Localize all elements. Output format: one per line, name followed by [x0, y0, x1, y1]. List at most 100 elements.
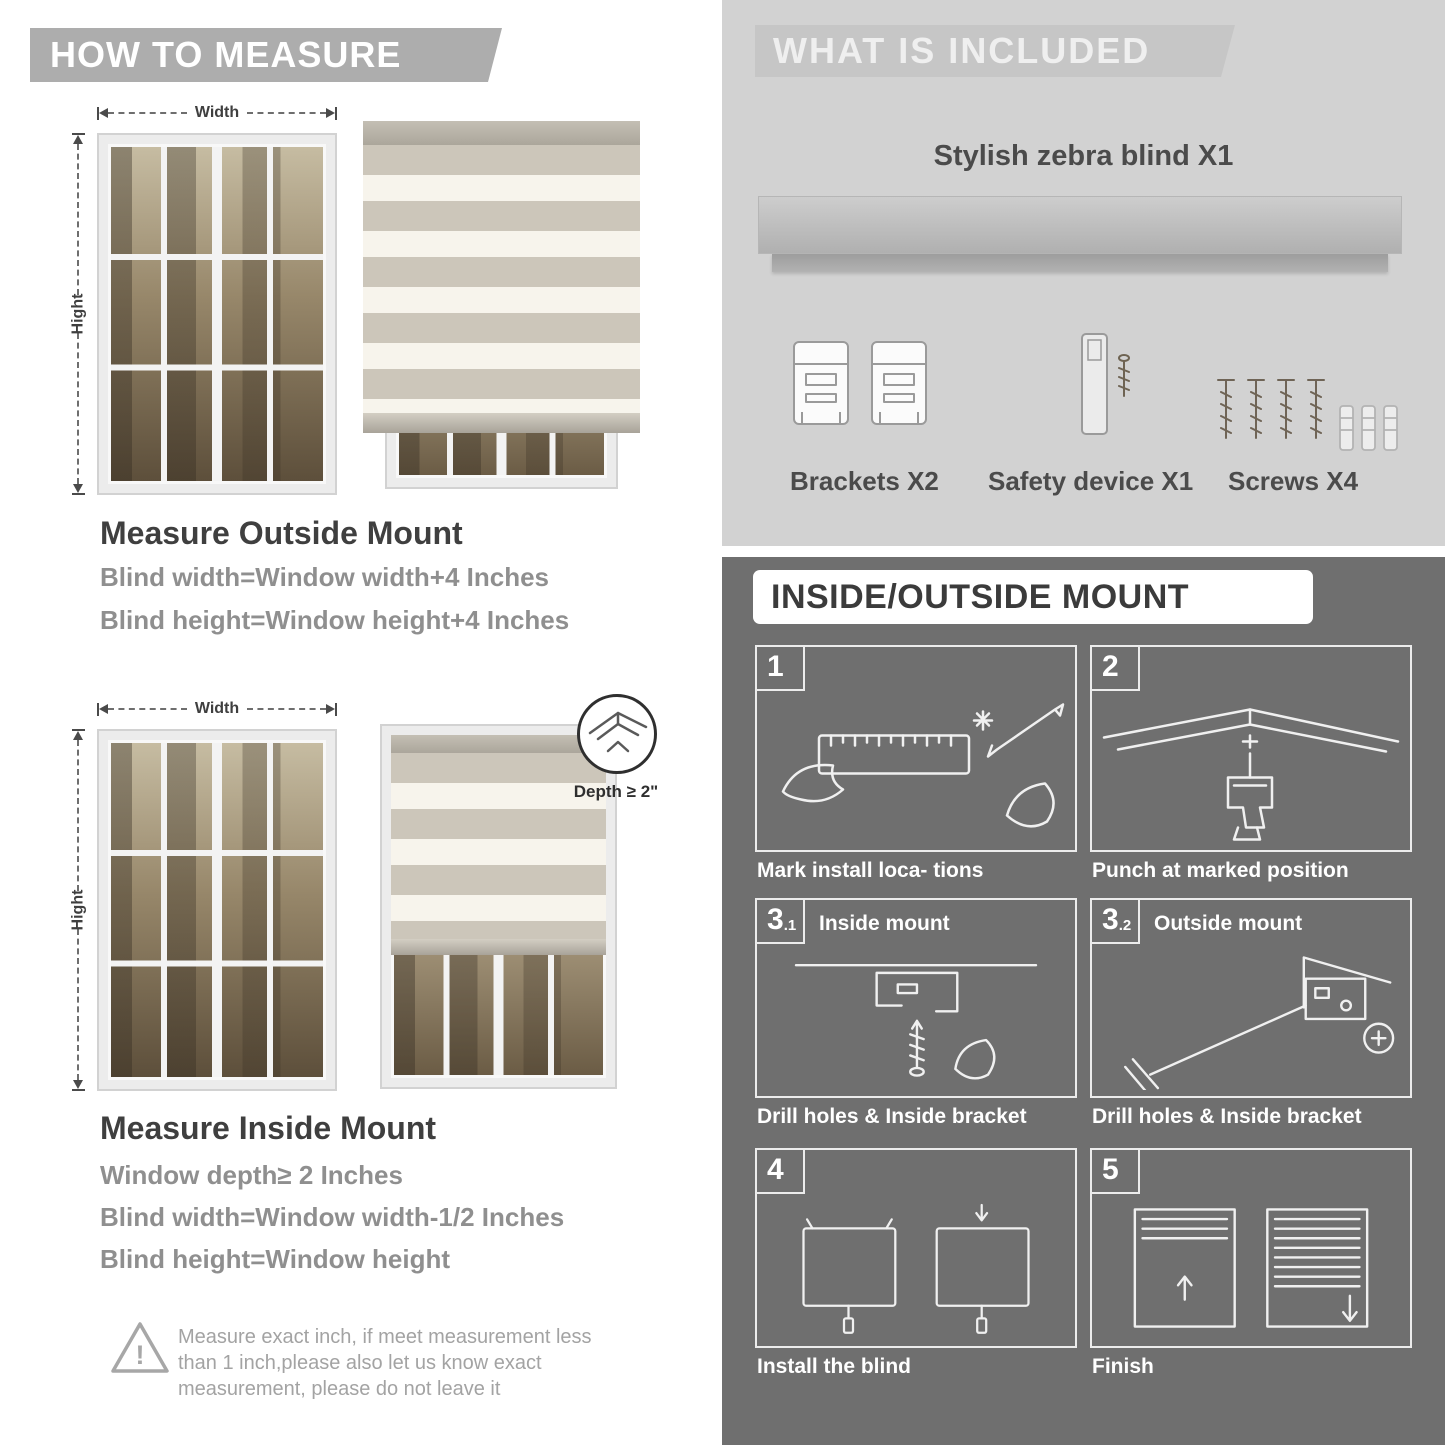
measure-dash	[77, 929, 79, 1080]
height-label: Hight	[69, 293, 86, 335]
screws-icon	[1217, 379, 1398, 451]
depth-detail-circle	[577, 694, 657, 774]
window-illustration-outside	[97, 133, 337, 495]
step-panel-4: 4	[755, 1148, 1077, 1348]
how-to-measure-title: HOW TO MEASURE	[50, 34, 402, 75]
step-number-tab: 4	[757, 1150, 805, 1194]
step-panel-3-1: 3.1 Inside mount	[755, 898, 1077, 1098]
measure-tick	[97, 702, 99, 716]
step-number: 4	[767, 1153, 784, 1186]
width-label: Width	[194, 104, 240, 121]
arrow-down-icon	[73, 484, 83, 493]
step-caption-2: Punch at marked position	[1092, 859, 1349, 882]
inside-formula-width: Blind width=Window width-1/2 Inches	[100, 1202, 565, 1232]
warning-exclamation-mark: !	[136, 1340, 145, 1370]
arrow-down-icon	[73, 1080, 83, 1089]
step-caption-3-2: Drill holes & Inside bracket	[1092, 1105, 1362, 1128]
height-measure-arrow-1: Hight	[69, 133, 86, 495]
inside-formula-depth: Window depth≥ 2 Inches	[100, 1160, 403, 1190]
step-label: Inside mount	[819, 912, 950, 935]
outside-mount-heading: Measure Outside Mount	[100, 515, 463, 551]
blind-outside-mount-illustration	[363, 121, 640, 489]
mount-guide-banner: INSIDE/OUTSIDE MOUNT	[753, 570, 1313, 624]
inside-mount-heading: Measure Inside Mount	[100, 1110, 437, 1146]
step-number: 3	[1102, 903, 1119, 936]
blind-top-rail	[363, 121, 640, 145]
step-label: Outside mount	[1154, 912, 1303, 935]
inside-bracket-illustration	[794, 964, 1038, 1080]
window-reflection-photo	[108, 144, 326, 484]
finish-illustration	[1133, 1208, 1369, 1328]
mount-guide-section: INSIDE/OUTSIDE MOUNT 1 Mark install loca…	[722, 557, 1445, 1445]
measure-tick	[71, 729, 85, 731]
measure-dash	[108, 708, 187, 710]
arrow-up-icon	[73, 135, 83, 144]
step-number: 1	[767, 650, 784, 683]
arrow-right-icon	[326, 108, 335, 118]
blind-headrail-lip	[772, 254, 1388, 272]
blind-headrail-illustration	[758, 196, 1402, 254]
bracket-icon	[793, 341, 849, 425]
step-number: 3	[767, 903, 784, 936]
brackets-icon	[788, 336, 932, 432]
blind-inside-mount-illustration	[380, 724, 617, 1089]
step-number-tab: 2	[1092, 647, 1140, 691]
measure-tick	[335, 106, 337, 120]
what-is-included-banner: WHAT IS INCLUDED	[755, 25, 1235, 77]
width-label: Width	[194, 700, 240, 717]
height-label: Hight	[69, 889, 86, 931]
measure-dash	[77, 740, 79, 891]
how-to-measure-banner: HOW TO MEASURE	[30, 28, 502, 82]
step-number-tab: 3.2	[1092, 900, 1140, 944]
bracket-icon	[871, 341, 927, 425]
blind-stripes	[363, 145, 640, 413]
measure-dash	[108, 112, 187, 114]
blind-bottom-rail	[391, 938, 606, 955]
depth-note: Depth ≥ 2"	[573, 782, 659, 801]
screws-label: Screws X4	[1228, 466, 1359, 496]
measure-dash	[247, 112, 326, 114]
measure-tick	[71, 1089, 85, 1091]
step-panel-1: 1	[755, 645, 1077, 852]
step-number-tab: 3.1	[757, 900, 805, 944]
product-label: Stylish zebra blind X1	[933, 140, 1234, 172]
measure-dash	[77, 144, 79, 295]
measure-tick	[71, 133, 85, 135]
inside-formula-height: Blind height=Window height	[100, 1244, 450, 1274]
window-illustration-inside	[97, 729, 337, 1091]
safety-device-icon	[1081, 333, 1130, 435]
measure-dash	[247, 708, 326, 710]
outside-formula-width: Blind width=Window width+4 Inches	[100, 562, 549, 592]
brackets-label: Brackets X2	[790, 466, 939, 496]
blind-stripes	[391, 753, 606, 939]
step-caption-3-1: Drill holes & Inside bracket	[757, 1105, 1027, 1128]
step-caption-1: Mark install loca- tions	[757, 859, 984, 882]
step-number-tab: 1	[757, 647, 805, 691]
window-reflection-photo	[391, 933, 606, 1078]
step-caption-5: Finish	[1092, 1355, 1154, 1378]
measure-tick	[97, 106, 99, 120]
warning-triangle-icon: !	[111, 1322, 169, 1373]
zebra-blind	[391, 735, 606, 955]
step-caption-4: Install the blind	[757, 1355, 912, 1378]
window-reflection-photo	[108, 740, 326, 1080]
width-measure-arrow-2: Width	[97, 700, 337, 717]
arrow-up-icon	[73, 731, 83, 740]
measure-tick	[335, 702, 337, 716]
measurement-warning-text: Measure exact inch, if meet measurement …	[178, 1326, 592, 1400]
safety-device-label: Safety device X1	[988, 466, 1194, 496]
mark-location-illustration	[781, 703, 1065, 828]
height-measure-arrow-2: Hight	[69, 729, 86, 1091]
what-is-included-title: WHAT IS INCLUDED	[773, 30, 1151, 71]
drill-ceiling-illustration	[1102, 708, 1400, 841]
blind-bottom-rail	[363, 413, 640, 433]
zebra-blind	[363, 121, 640, 433]
arrow-right-icon	[326, 704, 335, 714]
arrow-left-icon	[99, 704, 108, 714]
measure-dash	[77, 333, 79, 484]
step-number: 5	[1102, 1153, 1119, 1186]
width-measure-arrow-1: Width	[97, 104, 337, 121]
arrow-left-icon	[99, 108, 108, 118]
install-blind-illustration	[802, 1203, 1030, 1334]
